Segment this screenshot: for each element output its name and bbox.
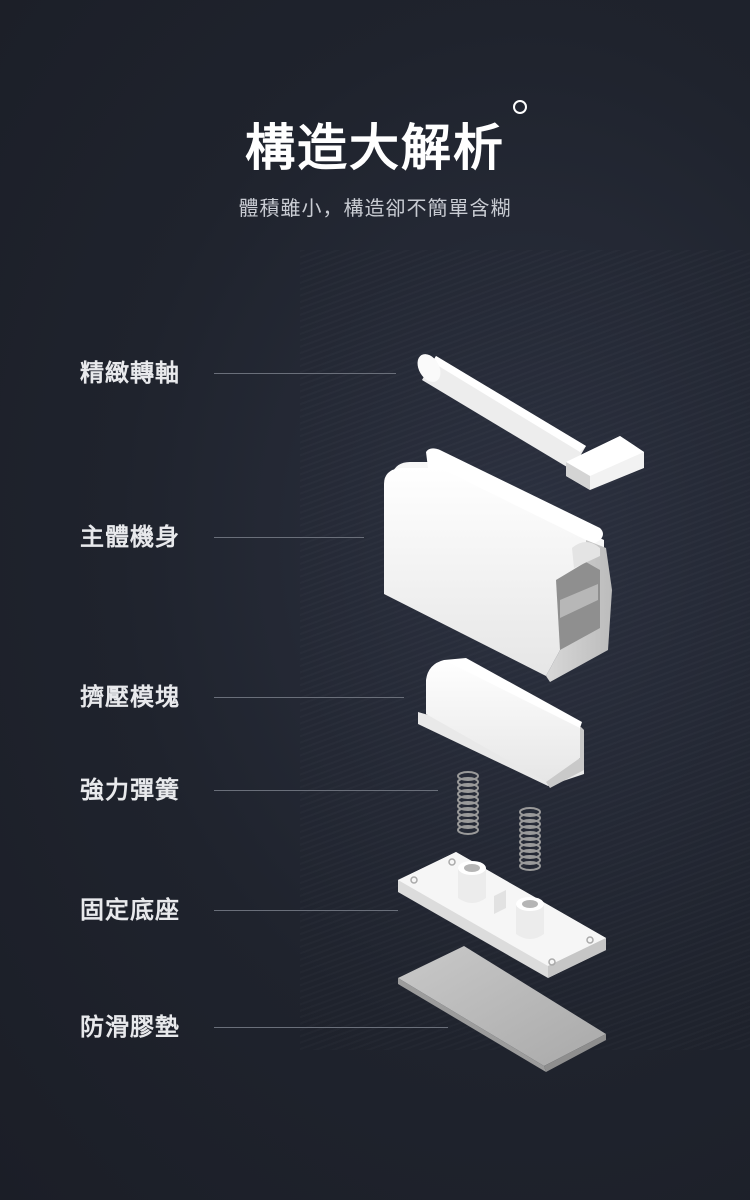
press-block-part: [418, 658, 584, 788]
spring-left-part: [457, 771, 479, 835]
leader-line-press-block: [214, 697, 404, 698]
leader-line-shaft: [214, 373, 396, 374]
leader-line-base: [214, 910, 398, 911]
main-body-part: [384, 448, 612, 682]
page-title-text: 構造大解析: [245, 119, 505, 177]
page-title: 構造大解析: [245, 100, 527, 180]
part-label-shaft: 精緻轉軸: [80, 359, 180, 387]
title-wrap: 構造大解析: [0, 100, 750, 180]
non-slip-pad-part: [398, 946, 606, 1072]
leader-line-pad: [214, 1027, 448, 1028]
spring-right-part: [519, 807, 541, 871]
part-label-pad: 防滑膠墊: [80, 1013, 180, 1041]
degree-mark-icon: [513, 100, 527, 114]
leader-line-spring: [214, 790, 438, 791]
part-label-spring: 強力彈簧: [80, 776, 180, 804]
page-subtitle: 體積雖小，構造卻不簡單含糊: [238, 196, 512, 220]
part-label-base: 固定底座: [80, 896, 180, 924]
part-label-body: 主體機身: [80, 523, 180, 551]
part-label-press-block: 擠壓模塊: [80, 683, 180, 711]
shaft-part: [417, 354, 644, 490]
fixed-base-part: [398, 852, 606, 978]
leader-line-body: [214, 537, 364, 538]
